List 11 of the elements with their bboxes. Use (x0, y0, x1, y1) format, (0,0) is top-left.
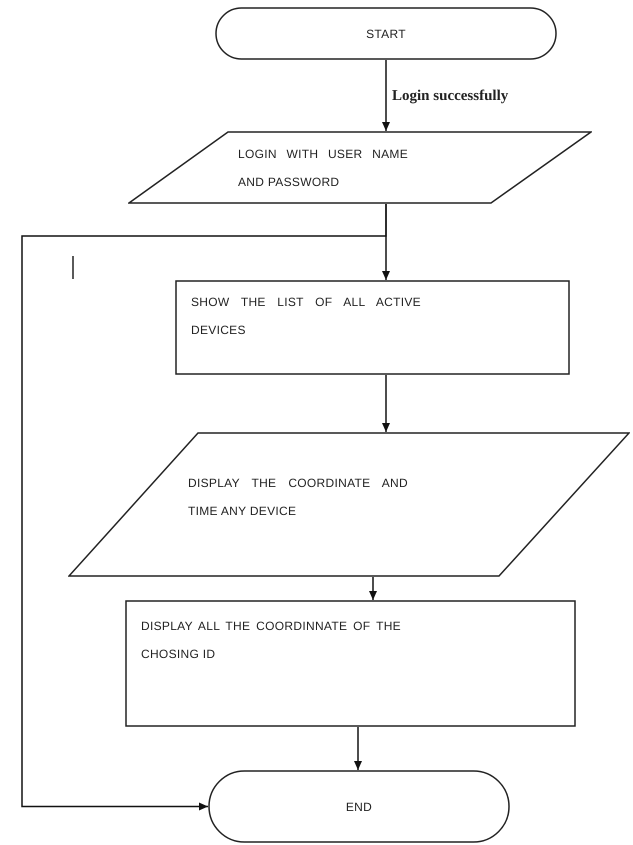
arrow (354, 727, 362, 770)
arrow (21, 204, 387, 810)
node-label: LOGIN WITH USER NAME AND PASSWORD (238, 146, 408, 190)
node-label: SHOW THE LIST OF ALL ACTIVE DEVICES (191, 294, 421, 339)
node-label: DISPLAY ALL THE COORDINNATE OF THE CHOSING ID (141, 618, 401, 663)
node-label: START (366, 26, 406, 42)
node-label: END (346, 798, 372, 816)
arrow (369, 577, 377, 600)
arrow (382, 60, 390, 131)
arrow (382, 375, 390, 432)
node-label: DISPLAY THE COORDINATE AND TIME ANY DEVICE (188, 474, 408, 520)
